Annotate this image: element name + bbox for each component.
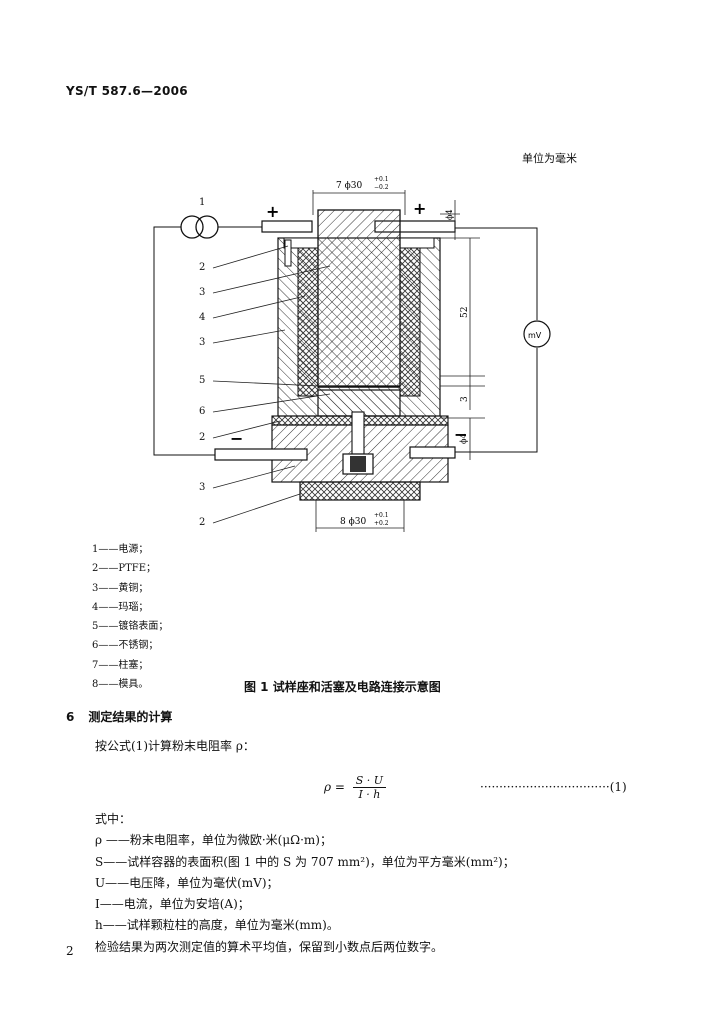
callout-2b: 2: [199, 432, 206, 443]
definition-line: 检验结果为两次测定值的算术平均值，保留到小数点后两位数字。: [95, 939, 444, 954]
legend-item: 5——镀铬表面；: [92, 621, 169, 633]
page-number: 2: [66, 944, 74, 958]
dim-52: 52: [460, 307, 470, 318]
definition-line: U——电压降，单位为毫伏(mV)；: [95, 875, 279, 890]
formula-denominator: I · h: [358, 788, 381, 801]
callout-leaders: [212, 245, 341, 524]
standard-number: YS/T 587.6—2006: [66, 84, 188, 98]
bottom-tol-upper: +0.1: [374, 512, 389, 519]
definition-line: ρ ——粉末电阻率，单位为微欧·米(μΩ·m)；: [95, 833, 332, 848]
legend-item: 3——黄铜；: [92, 582, 149, 594]
section-number: 6: [66, 710, 75, 724]
bottom-diameter-dimension: [315, 500, 405, 532]
bottom-tol-lower: +0.2: [374, 520, 389, 527]
legend-item: 2——PTFE；: [92, 563, 156, 575]
ptfe-top-ring-right: [399, 237, 435, 249]
top-left-electrode: [261, 220, 313, 233]
circuit-wires: [153, 226, 538, 456]
legend-item: 7——柱塞；: [92, 659, 149, 671]
legend-item: 1——电源；: [92, 544, 149, 555]
meter-label: mV: [528, 331, 542, 340]
bottom-diameter-label: 8 ϕ30: [340, 517, 366, 527]
where-label: 式中：: [95, 812, 132, 826]
formula-numerator: S · U: [352, 774, 387, 788]
definition-line: h——试样颗粒柱的高度，单位为毫米(mm)。: [95, 918, 339, 933]
figure-1-diagram: 7 ϕ30 +0.1 −0.2 mV + + − −: [153, 176, 551, 532]
millivoltmeter-symbol: [523, 320, 551, 348]
callout-3c: 3: [199, 482, 206, 493]
equation-number: ··································(1): [480, 780, 627, 794]
callout-3b: 3: [199, 337, 206, 348]
formula-intro: 按公式(1)计算粉末电阻率 ρ：: [95, 739, 255, 753]
power-source-symbol: [180, 215, 219, 239]
center-bolt-shaft: [351, 411, 365, 455]
unit-note: 单位为毫米: [522, 152, 577, 165]
definition-line: I——电流，单位为安培(A)；: [95, 897, 250, 912]
top-diameter-label: 7 ϕ30: [336, 181, 362, 191]
dim-phi4-bottom: ϕ4: [459, 433, 468, 444]
agate-liner-left: [297, 247, 319, 397]
plus-left: +: [266, 202, 279, 221]
callout-6: 6: [199, 406, 206, 417]
figure-legend: 1——电源； 2——PTFE； 3——黄铜； 4——玛瑙； 5——镀铬表面； 6…: [92, 540, 168, 694]
legend-item: 4——玛瑙；: [92, 601, 149, 613]
legend-item: 8——模具。: [92, 679, 149, 691]
top-tol-lower: −0.2: [374, 184, 389, 191]
minus-left: −: [230, 429, 243, 448]
callout-3a: 3: [199, 287, 206, 298]
callout-2c: 2: [199, 517, 206, 528]
dim-phi4-top: ϕ4: [445, 209, 454, 220]
ptfe-bottom-base: [299, 481, 421, 501]
section-title: 测定结果的计算: [88, 710, 173, 724]
callout-4: 4: [199, 312, 206, 323]
callout-1: 1: [199, 197, 206, 208]
variable-definitions: 式中： ρ ——粉末电阻率，单位为微欧·米(μΩ·m)； S——试样容器的表面积…: [95, 809, 515, 958]
minus-right: −: [454, 425, 467, 444]
formula-lhs: ρ =: [324, 780, 349, 794]
legend-item: 6——不锈钢；: [92, 640, 159, 652]
figure-caption: 图 1 试样座和活塞及电路连接示意图: [244, 680, 441, 694]
dim-3: 3: [460, 396, 470, 402]
bottom-right-electrode: [409, 446, 456, 459]
plunger: [317, 209, 401, 387]
right-dimensions: [440, 200, 485, 460]
bottom-left-electrode: [214, 448, 308, 461]
section-heading: 6 测定结果的计算: [66, 708, 172, 725]
top-diameter-dimension: [312, 190, 406, 215]
callout-2a: 2: [199, 262, 206, 273]
definition-line: S——试样容器的表面积(图 1 中的 S 为 707 mm²)，单位为平方毫米(…: [95, 854, 515, 869]
top-tol-upper: +0.1: [374, 176, 389, 183]
agate-liner-right: [399, 247, 421, 397]
center-bolt-nut: [350, 456, 366, 472]
callout-5: 5: [199, 375, 206, 386]
plus-right: +: [413, 199, 426, 218]
top-screw: [284, 239, 292, 267]
